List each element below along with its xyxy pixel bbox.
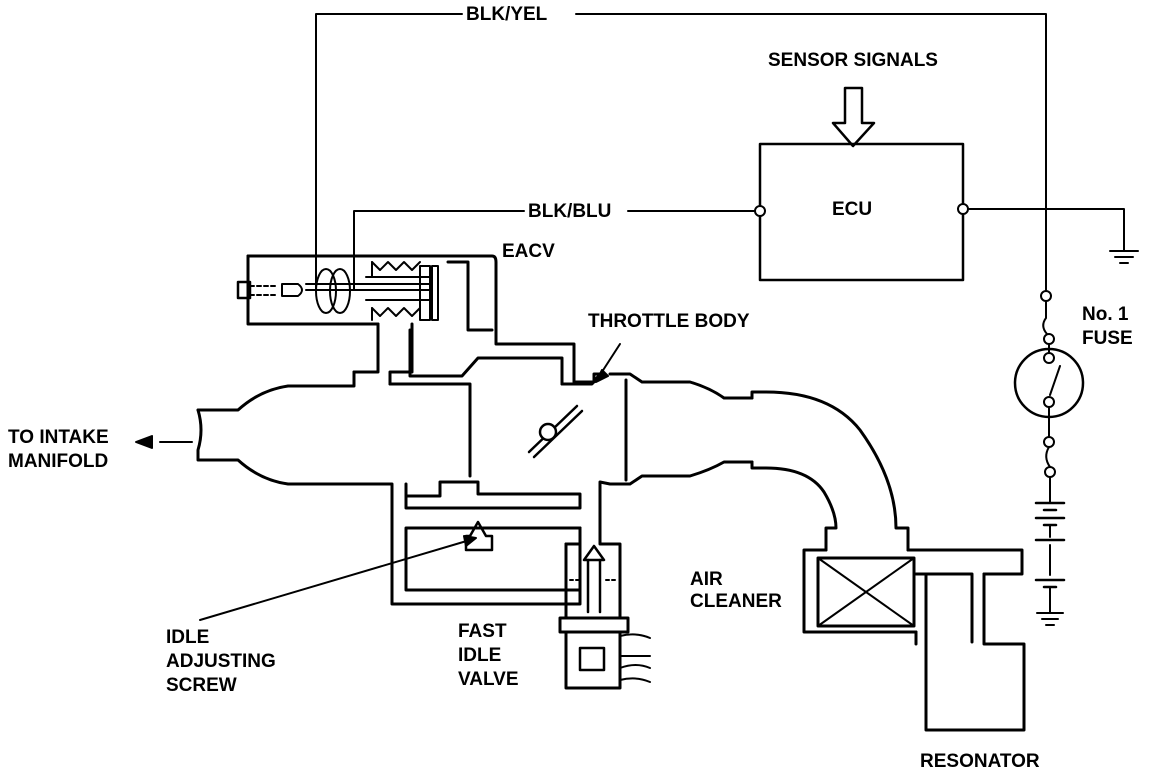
wire-blk-yel-right: [576, 14, 1046, 290]
eacv-valve: [238, 256, 602, 384]
wire-blk-blu: [354, 211, 524, 290]
wire-label-blk-blu: BLK/BLU: [528, 201, 612, 222]
air-cleaner-label-line2: CLEANER: [690, 591, 782, 612]
sensor-signals-arrow: [833, 88, 874, 146]
fuse-label-line2: FUSE: [1082, 328, 1133, 349]
fast-idle-label-line1: FAST: [458, 621, 507, 642]
resonator-label: RESONATOR: [920, 751, 1040, 772]
fuse-label-line1: No. 1: [1082, 304, 1129, 325]
battery-symbol: [1036, 503, 1064, 612]
fast-idle-label-line3: VALVE: [458, 669, 519, 690]
intake-label-line2: MANIFOLD: [8, 451, 109, 472]
ecu-label: ECU: [832, 199, 873, 220]
idle-screw-label-line2: ADJUSTING: [166, 651, 276, 672]
idle-screw-label-line1: IDLE: [166, 627, 210, 648]
air-cleaner-label-line1: AIR: [690, 569, 723, 590]
eacv-label: EACV: [502, 241, 555, 262]
fast-idle-valve: [560, 494, 650, 688]
ground-symbol-ecu: [1110, 251, 1138, 263]
leader-lines: [136, 344, 620, 620]
fuse-circuit: [1015, 291, 1083, 502]
wiring: [316, 14, 1124, 290]
idle-screw-label-line3: SCREW: [166, 675, 237, 696]
wire-ecu-ground: [968, 209, 1124, 250]
sensor-signals-label: SENSOR SIGNALS: [768, 50, 938, 71]
throttle-body-label: THROTTLE BODY: [588, 311, 750, 332]
ground-symbol-battery: [1037, 613, 1063, 625]
fast-idle-label-line2: IDLE: [458, 645, 502, 666]
air-duct: [752, 392, 1024, 730]
ecu-terminal-right: [958, 204, 968, 214]
throttle-body: [198, 372, 752, 604]
intake-label-line1: TO INTAKE: [8, 427, 109, 448]
wire-label-blk-yel: BLK/YEL: [466, 4, 548, 25]
wire-blk-yel: [316, 14, 462, 290]
ecu-terminal-left: [755, 206, 765, 216]
